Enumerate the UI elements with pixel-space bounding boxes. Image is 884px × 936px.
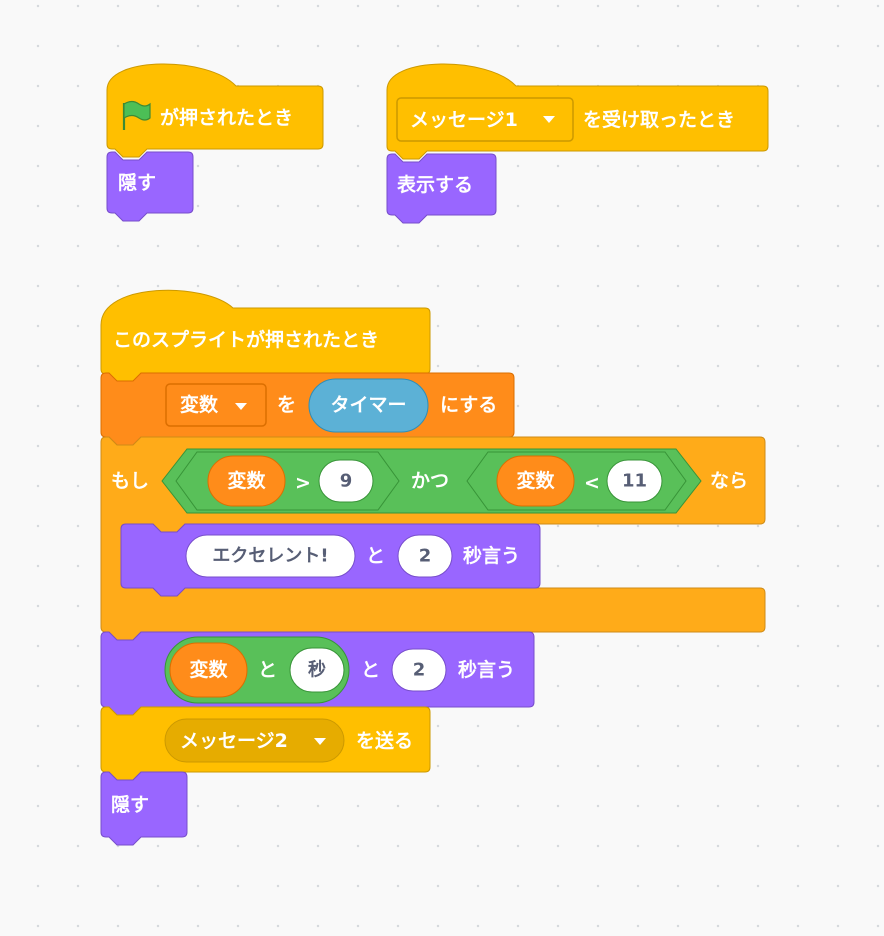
show-label: 表示する: [397, 173, 473, 196]
say-and-label: と: [361, 659, 380, 681]
chevron-down-icon: [314, 738, 326, 745]
seconds-input-value: 2: [419, 546, 432, 567]
timer-reporter-label: タイマー: [330, 394, 406, 416]
message2-dropdown-label: メッセージ2: [180, 730, 288, 752]
say-seconds-label: 秒言う: [463, 544, 520, 567]
say-seconds-label: 秒言う: [458, 658, 515, 681]
message1-dropdown[interactable]: [396, 97, 574, 142]
number-input[interactable]: [606, 459, 663, 503]
hide-block[interactable]: [106, 151, 194, 222]
number-input-value: 9: [340, 471, 353, 492]
hide-label: 隠す: [111, 794, 149, 816]
variable-reporter-label: 変数: [516, 469, 555, 492]
if-label: もし: [111, 470, 149, 492]
green-flag-icon: [122, 100, 151, 130]
set-suffix-label: にする: [440, 394, 497, 416]
seconds-input[interactable]: [397, 534, 453, 578]
script-receive-message[interactable]: メッセージ1 を受け取ったとき 表示する: [386, 63, 769, 224]
seconds-input-value: 2: [413, 660, 426, 681]
message2-dropdown[interactable]: [164, 718, 345, 763]
broadcast-label: を送る: [356, 729, 413, 752]
hide-label: 隠す: [118, 172, 156, 194]
number-input-value: 11: [622, 471, 647, 492]
join-text-input-value: 秒: [308, 659, 326, 681]
message-input-value: エクセレント!: [212, 546, 328, 567]
when-i-receive-label: を受け取ったとき: [583, 108, 735, 131]
message-input[interactable]: [185, 534, 356, 578]
and-label: かつ: [411, 470, 449, 492]
variable-reporter[interactable]: [169, 642, 248, 698]
seconds-input[interactable]: [391, 648, 447, 692]
variable-reporter-label: 変数: [227, 469, 266, 492]
variable-reporter[interactable]: [207, 455, 286, 507]
when-flag-clicked-hat[interactable]: [106, 63, 324, 158]
join-and-label: と: [258, 659, 277, 681]
less-than-symbol: <: [584, 472, 600, 494]
set-to-label: を: [277, 394, 296, 416]
variable-reporter-label: 変数: [189, 658, 228, 681]
script-sprite-clicked[interactable]: このスプライトが押されたとき 変数 を タイマー にする もし 変数 > 9 か…: [100, 289, 766, 846]
join-text-input[interactable]: [289, 647, 345, 693]
then-label: なら: [710, 470, 748, 492]
when-sprite-clicked-label: このスプライトが押されたとき: [113, 328, 379, 351]
message1-dropdown-label: メッセージ1: [410, 109, 518, 131]
say-and-label: と: [366, 545, 385, 567]
greater-than-symbol: >: [295, 472, 311, 494]
hide-block[interactable]: [100, 771, 188, 846]
when-flag-clicked-label: が押されたとき: [160, 106, 293, 129]
chevron-down-icon: [235, 403, 247, 410]
variable-reporter[interactable]: [496, 455, 575, 507]
variable-dropdown-label: 変数: [180, 393, 219, 416]
chevron-down-icon: [543, 116, 555, 123]
number-input[interactable]: [318, 459, 374, 503]
variable-dropdown[interactable]: [165, 383, 267, 427]
timer-reporter[interactable]: [308, 378, 429, 433]
script-flag-clicked[interactable]: が押されたとき 隠す: [106, 63, 324, 222]
show-block[interactable]: [386, 153, 497, 224]
